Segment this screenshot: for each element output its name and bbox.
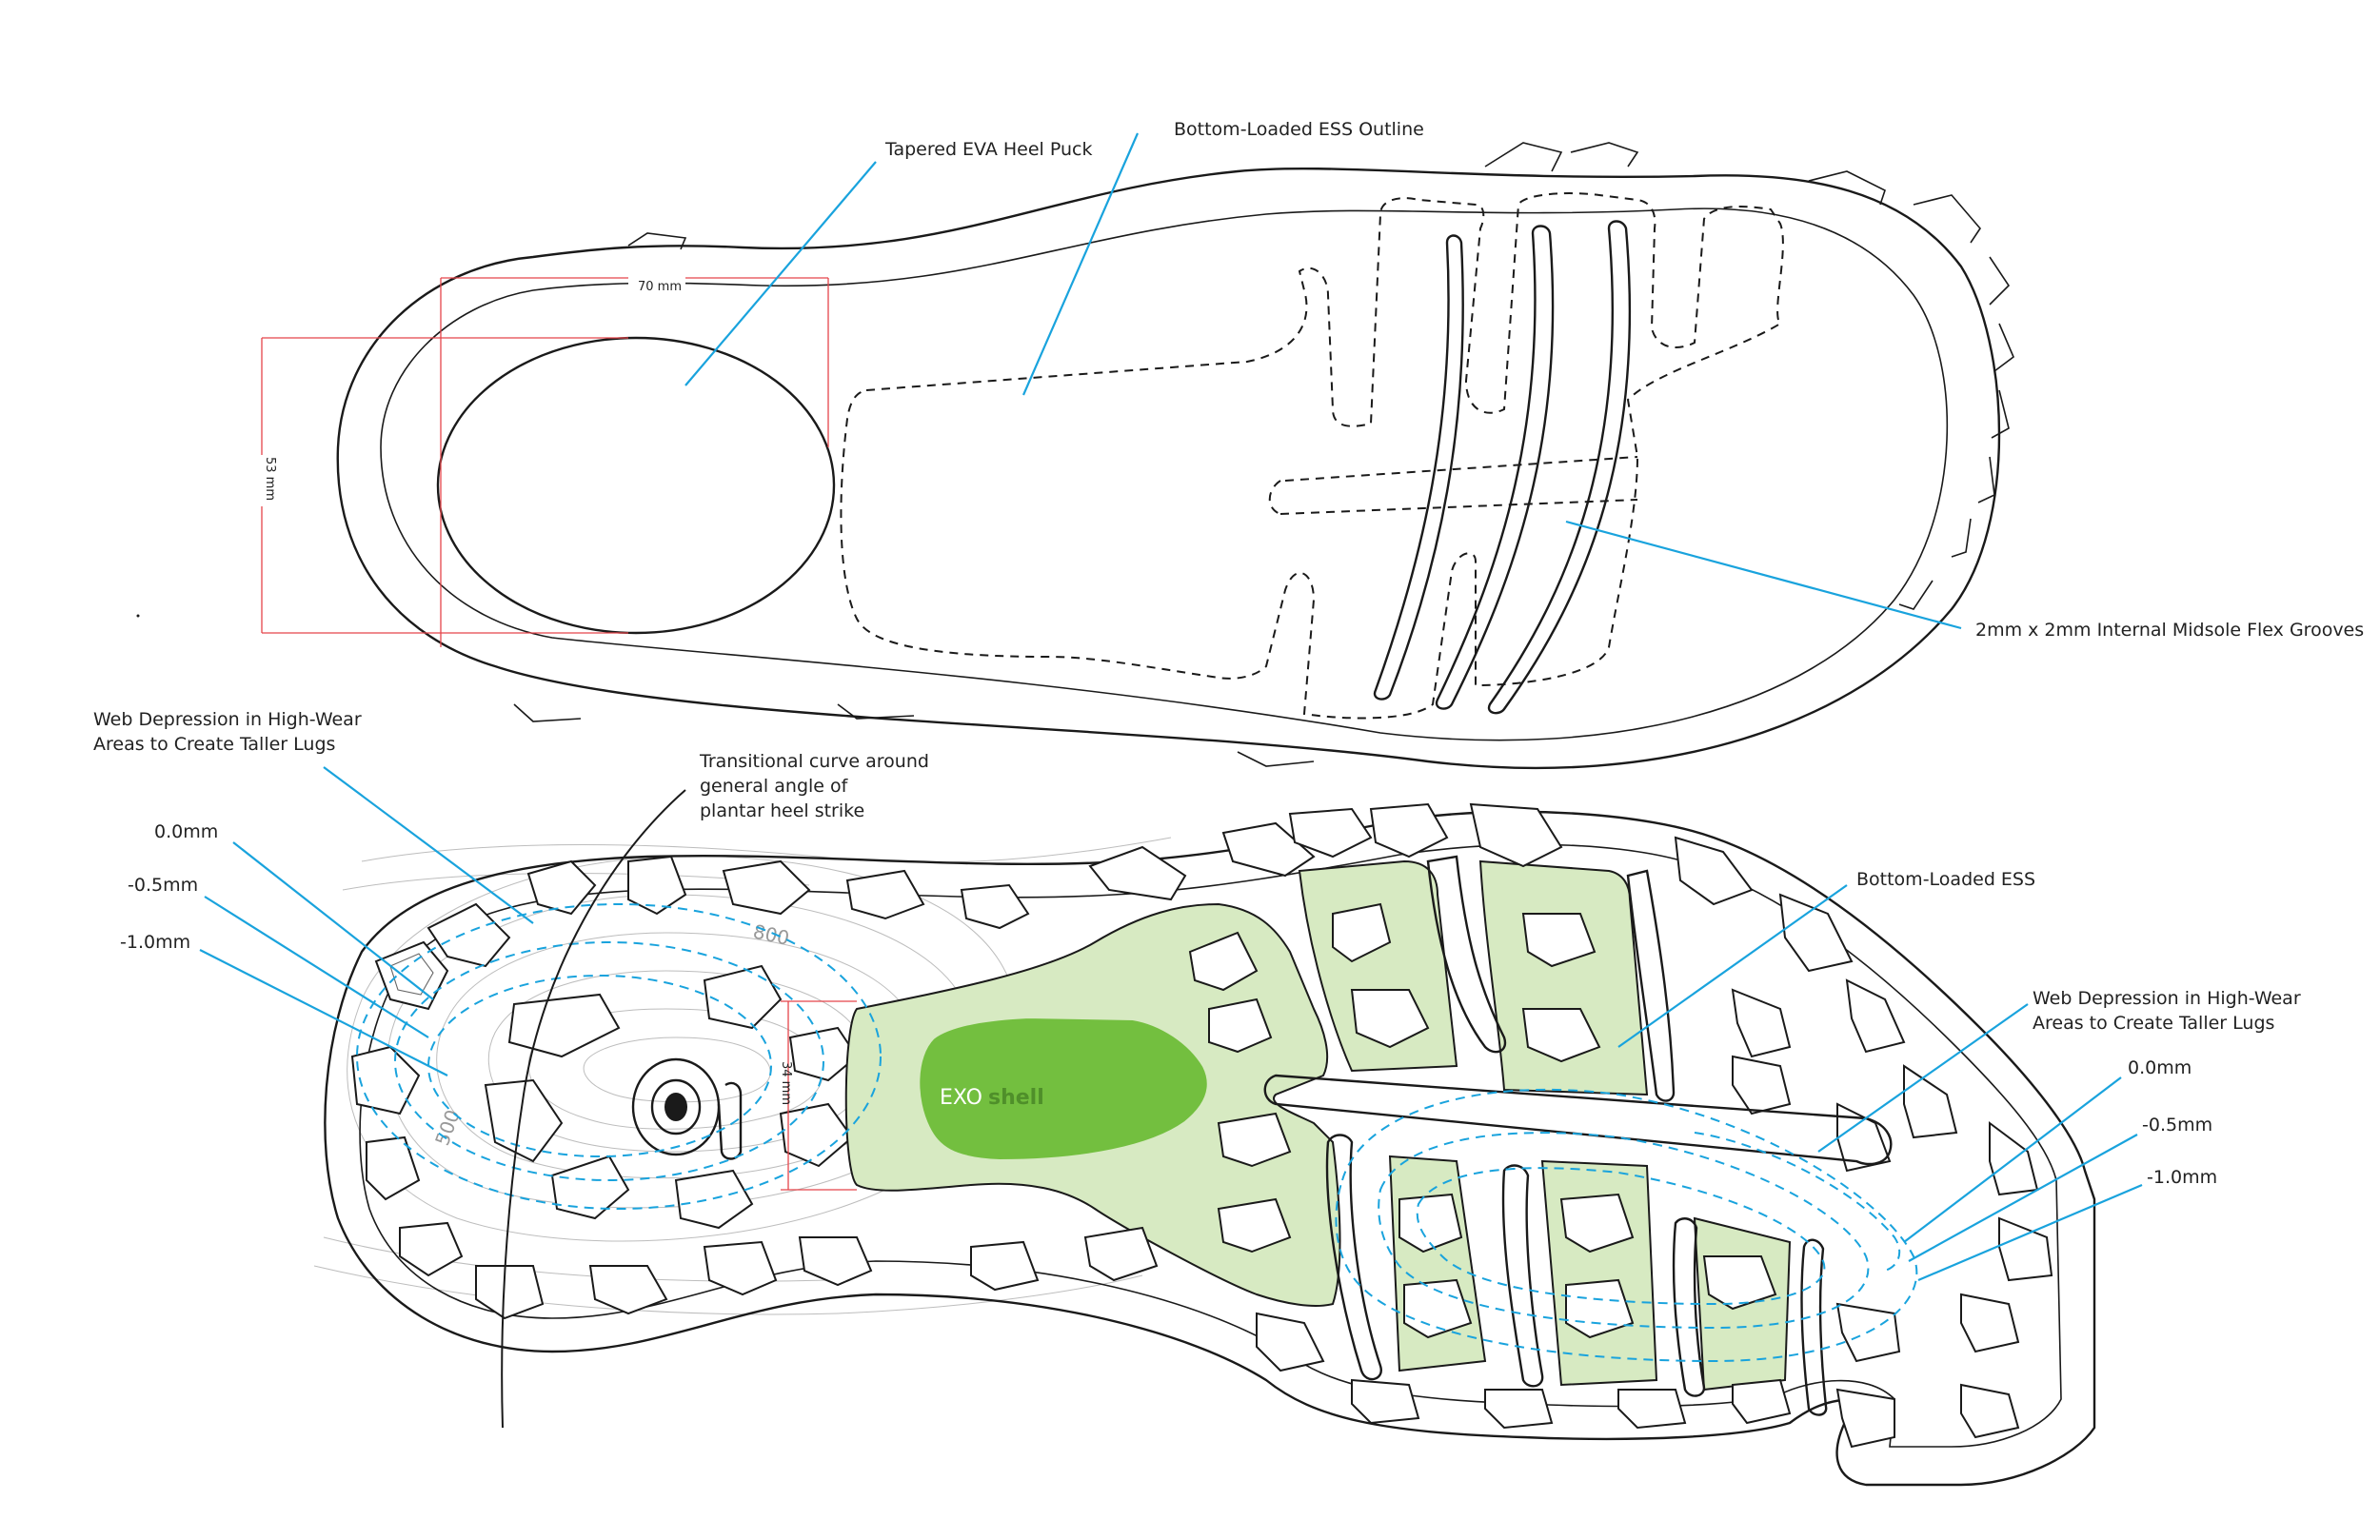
- midsole-inner-outline: [380, 207, 1949, 741]
- forefoot-web-depression-contours: [1335, 1088, 1918, 1363]
- left-depth-05-label: -0.5mm: [128, 875, 198, 896]
- flex-groove-1: [1373, 234, 1464, 701]
- dimension-34mm-label: 34 mm: [779, 1061, 793, 1105]
- flex-grooves-leader: [1565, 520, 1962, 630]
- heel-lugs: [350, 855, 1030, 1320]
- ess-outline-leader: [1021, 132, 1140, 396]
- left-depth-0-label: 0.0mm: [154, 821, 218, 842]
- left-web-depression-callout-line1: Web Depression in High-Wear: [93, 709, 362, 730]
- ess-cross-band: [1268, 456, 1638, 515]
- transitional-callout-line3: plantar heel strike: [700, 800, 864, 821]
- heel-dimensions: 70 mm 53 mm: [253, 276, 829, 647]
- left-depth-10-label: -1.0mm: [120, 932, 190, 953]
- forefoot-channels: [1263, 855, 1893, 1416]
- left-depth-05-leader: [204, 896, 429, 1038]
- ess-forefoot-panel-3: [1388, 1155, 1487, 1372]
- exoshell-plate: [916, 1014, 1211, 1164]
- exoshell-exo-label: EXO: [940, 1086, 982, 1110]
- forefoot-lugs: [970, 802, 2053, 1449]
- transitional-callout-line1: Transitional curve around: [699, 751, 929, 772]
- contour-label-500: 500: [430, 1107, 465, 1149]
- at-sign-logo-icon: [631, 1057, 743, 1160]
- toe-lug-edges: [513, 142, 2014, 767]
- outsole-bottom-view: 800 500: [93, 709, 2301, 1487]
- right-depth-05-leader: [1908, 1134, 2138, 1262]
- transitional-curve: [501, 789, 686, 1429]
- right-web-depression-leader: [1817, 1003, 2029, 1153]
- top-midsole-view: 70 mm 53 mm Tapered EVA Heel Puck Bottom…: [253, 119, 2364, 770]
- left-depth-10-leader: [199, 949, 448, 1076]
- small-dot: [136, 614, 140, 618]
- height-dimension-label: 53 mm: [263, 457, 277, 501]
- right-depth-0-label: 0.0mm: [2128, 1057, 2192, 1078]
- right-depth-0-leader: [1903, 1076, 2122, 1243]
- ess-callout: Bottom-Loaded ESS: [1856, 869, 2035, 890]
- left-web-depression-callout-line2: Areas to Create Taller Lugs: [93, 734, 335, 755]
- heel-puck-callout: Tapered EVA Heel Puck: [884, 139, 1092, 160]
- outsole-inner-outline: [359, 843, 2062, 1448]
- left-depth-0-leader: [232, 841, 434, 1000]
- heel-strike-dimension: 34 mm: [779, 1000, 857, 1191]
- contour-label-800: 800: [751, 919, 791, 949]
- ess-outline: [840, 192, 1784, 720]
- ess-leader: [1617, 884, 1848, 1048]
- midsole-outer-outline: [336, 167, 2001, 770]
- heel-puck-leader: [684, 161, 877, 386]
- right-depth-10-label: -1.0mm: [2147, 1167, 2217, 1188]
- right-depth-05-label: -0.5mm: [2142, 1115, 2212, 1135]
- right-depth-10-leader: [1917, 1183, 2143, 1282]
- width-dimension-label: 70 mm: [638, 280, 682, 294]
- heel-puck: [436, 336, 836, 635]
- flex-groove-3: [1487, 220, 1632, 715]
- flex-groove-2: [1435, 225, 1555, 710]
- flex-grooves-callout: 2mm x 2mm Internal Midsole Flex Grooves: [1975, 620, 2364, 641]
- exoshell-shell-label: shell: [988, 1086, 1044, 1110]
- left-web-depression-leader: [323, 766, 534, 924]
- ess-forefoot-panel-2: [1478, 859, 1649, 1096]
- right-web-depression-callout-line1: Web Depression in High-Wear: [2033, 988, 2301, 1009]
- ess-forefoot-panel-4: [1540, 1159, 1658, 1387]
- transitional-callout-line2: general angle of: [700, 776, 849, 797]
- right-web-depression-callout-line2: Areas to Create Taller Lugs: [2033, 1013, 2274, 1034]
- ess-outline-callout: Bottom-Loaded ESS Outline: [1174, 119, 1424, 140]
